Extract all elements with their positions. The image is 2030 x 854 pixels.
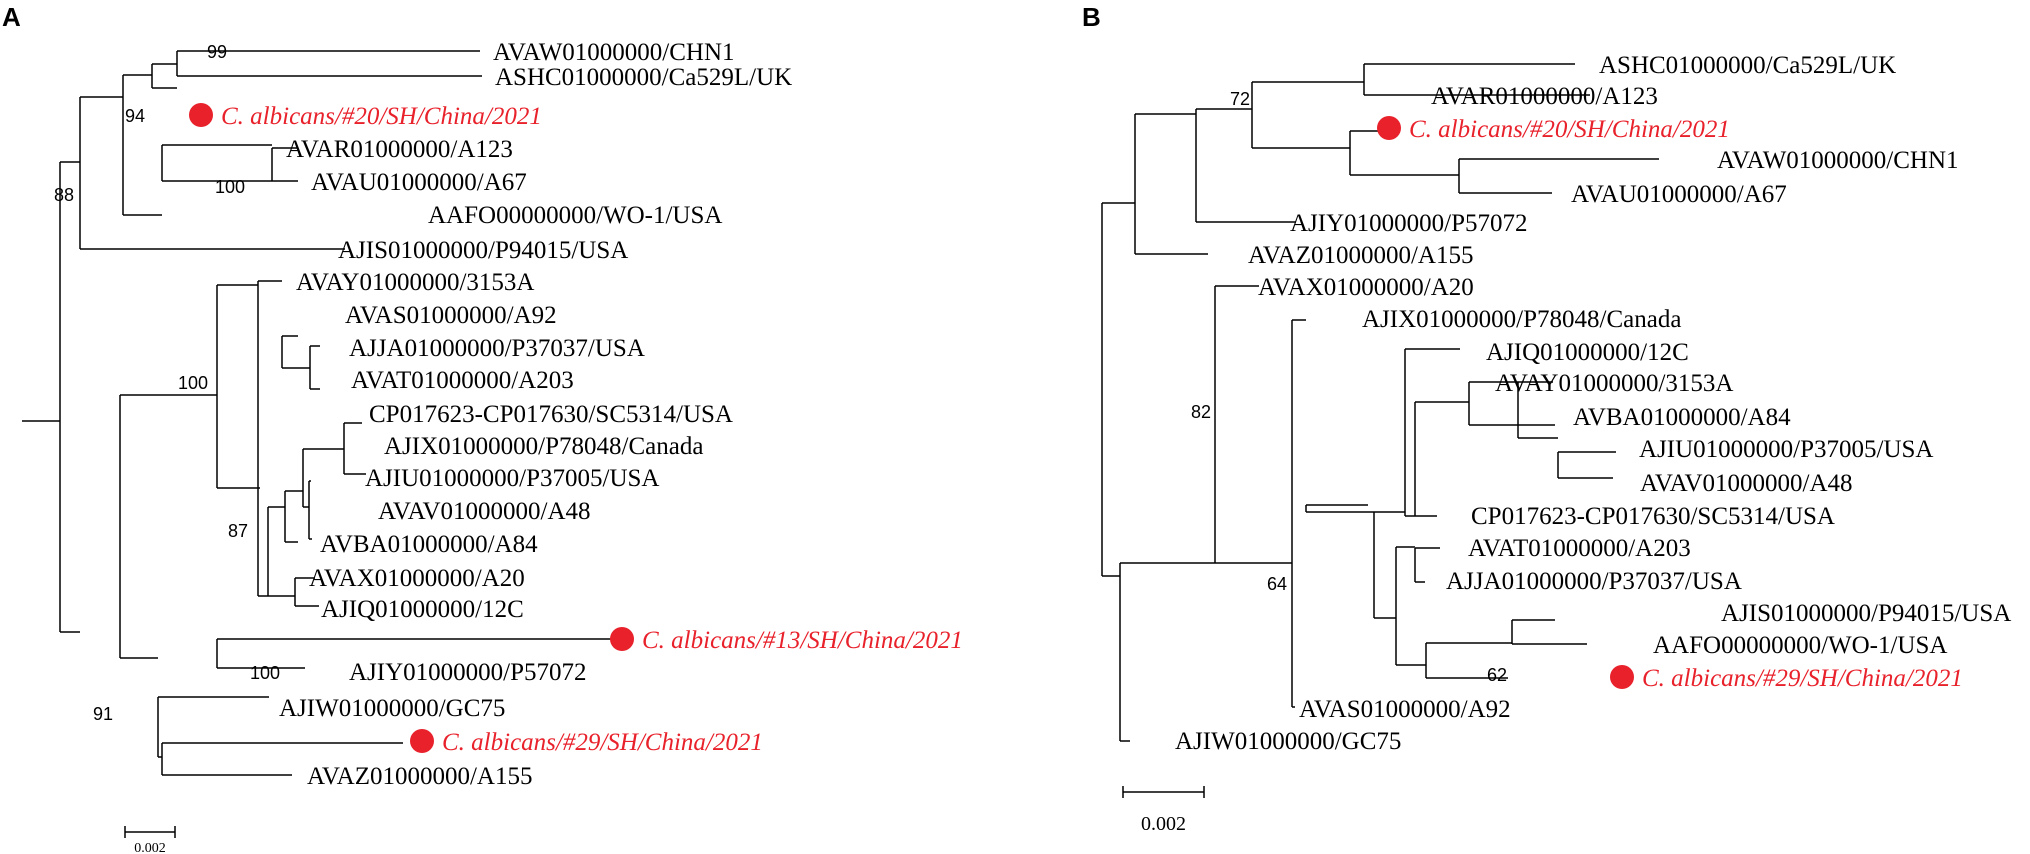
panel-b-leaf-label: AVAY01000000/3153A <box>1495 370 1733 397</box>
panel-b-bootstrap-value: 62 <box>1487 665 1507 685</box>
panel-b-leaf-label: AVAX01000000/A20 <box>1258 274 1474 301</box>
panel-b-leaf-label: AVAS01000000/A92 <box>1299 696 1511 723</box>
panel-b-bootstrap-value: 64 <box>1267 574 1287 594</box>
panel-a-letter: A <box>2 2 21 32</box>
panel-a-leaf-label: AVAW01000000/CHN1 <box>493 39 735 66</box>
panel-b-leaf-label: AVBA01000000/A84 <box>1573 404 1791 431</box>
panel-b-leaf-label: AJIY01000000/P57072 <box>1290 210 1528 237</box>
panel-a-scale-label: 0.002 <box>134 841 166 854</box>
panel-a-leaf-label: AVAS01000000/A92 <box>345 302 557 329</box>
panel-a-leaf-label: AVAY01000000/3153A <box>296 269 534 296</box>
panel-b-leaf-label: ASHC01000000/Ca529L/UK <box>1599 52 1896 79</box>
panel-b-leaf-label: AJJA01000000/P37037/USA <box>1446 568 1742 595</box>
panel-a-highlight-marker <box>189 103 213 127</box>
panel-a-leaf-label: C. albicans/#13/SH/China/2021 <box>642 627 963 654</box>
panel-a-bootstrap-value: 100 <box>178 373 208 393</box>
panel-b-leaf-label: AJIQ01000000/12C <box>1486 339 1689 366</box>
panel-b-highlight-marker <box>1377 116 1401 140</box>
panel-a-leaf-label: CP017623-CP017630/SC5314/USA <box>369 401 733 428</box>
panel-a-bootstrap-value: 99 <box>207 42 227 62</box>
panel-b-leaf-label: AVAV01000000/A48 <box>1640 470 1853 497</box>
panel-a-highlight-marker <box>410 729 434 753</box>
panel-a-bootstrap-value: 87 <box>228 521 248 541</box>
panel-a-leaf-label: AVAZ01000000/A155 <box>307 763 533 790</box>
panel-a-leaf-label: AVAU01000000/A67 <box>311 169 527 196</box>
panel-b-bootstrap-value: 82 <box>1191 402 1211 422</box>
panel-a-bootstrap-value: 100 <box>215 177 245 197</box>
panel-a-bootstrap-value: 91 <box>93 704 113 724</box>
panel-a-leaf-label: AJIX01000000/P78048/Canada <box>384 433 703 460</box>
panel-a-leaf-label: AVAT01000000/A203 <box>351 367 574 394</box>
panel-b-leaf-label: CP017623-CP017630/SC5314/USA <box>1471 503 1835 530</box>
panel-a-leaf-label: AJIQ01000000/12C <box>321 596 524 623</box>
panel-b-leaf-label: AAFO00000000/WO-1/USA <box>1653 632 1947 659</box>
panel-a-leaf-label: AJIU01000000/P37005/USA <box>365 465 659 492</box>
panel-b-leaf-label: AJIU01000000/P37005/USA <box>1639 436 1933 463</box>
panel-b-leaf-label: AVAW01000000/CHN1 <box>1717 147 1959 174</box>
panel-a-leaf-label: AVAX01000000/A20 <box>309 565 525 592</box>
panel-a-leaf-label: C. albicans/#29/SH/China/2021 <box>442 729 763 756</box>
panel-a-leaf-label: AAFO00000000/WO-1/USA <box>428 202 722 229</box>
panel-a-leaf-label: AVBA01000000/A84 <box>320 531 538 558</box>
panel-a-leaf-label: AJIY01000000/P57072 <box>349 659 587 686</box>
panel-b-leaf-label: C. albicans/#29/SH/China/2021 <box>1642 665 1963 692</box>
panel-b-letter: B <box>1082 2 1101 32</box>
panel-b-bootstrap-value: 72 <box>1230 89 1250 109</box>
panel-a-leaf-label: AVAV01000000/A48 <box>378 498 591 525</box>
panel-b-leaf-label: C. albicans/#20/SH/China/2021 <box>1409 116 1730 143</box>
panel-b-leaf-label: AVAZ01000000/A155 <box>1248 242 1474 269</box>
panel-a-bootstrap-value: 94 <box>125 106 145 126</box>
panel-a-leaf-label: C. albicans/#20/SH/China/2021 <box>221 103 542 130</box>
panel-a-leaf-label: ASHC01000000/Ca529L/UK <box>495 64 792 91</box>
panel-a-leaf-label: AJJA01000000/P37037/USA <box>349 335 645 362</box>
panel-b-leaf-label: AJIS01000000/P94015/USA <box>1721 600 2011 627</box>
panel-b-leaf-label: AVAU01000000/A67 <box>1571 181 1787 208</box>
panel-b-tree: ASHC01000000/Ca529L/UK AVAR01000000/A123C… <box>1082 2 2011 835</box>
panel-b-scale-label: 0.002 <box>1141 813 1186 835</box>
panel-b-leaf-label: AJIW01000000/GC75 <box>1175 728 1401 755</box>
panel-a-bootstrap-value: 88 <box>54 185 74 205</box>
panel-a-leaf-label: AVAR01000000/A123 <box>286 136 513 163</box>
panel-a-leaf-label: AJIS01000000/P94015/USA <box>338 237 628 264</box>
panel-b-highlight-marker <box>1610 665 1634 689</box>
panel-a-highlight-marker <box>610 627 634 651</box>
panel-b-leaf-label: AVAT01000000/A203 <box>1468 535 1691 562</box>
panel-a-bootstrap-value: 100 <box>250 663 280 683</box>
panel-b-leaf-label: AJIX01000000/P78048/Canada <box>1362 306 1681 333</box>
panel-a-leaf-label: AJIW01000000/GC75 <box>279 695 505 722</box>
panel-b-leaf-label: AVAR01000000/A123 <box>1431 83 1658 110</box>
